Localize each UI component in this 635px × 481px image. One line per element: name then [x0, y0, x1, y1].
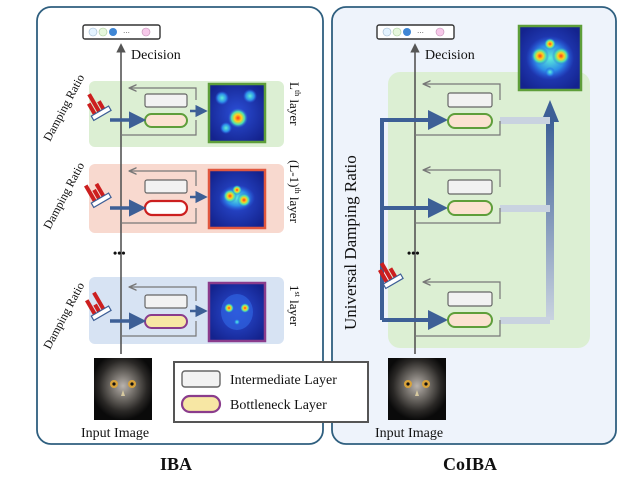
iba-block-l-1: [110, 171, 208, 224]
coiba-input-label: Input Image: [375, 426, 443, 441]
legend-intermediate-label: Intermediate Layer: [230, 373, 337, 388]
legend-bottleneck-label: Bottleneck Layer: [230, 398, 327, 413]
legend: Intermediate Layer Bottleneck Layer: [173, 361, 369, 423]
damping-icon-l: [87, 93, 112, 122]
iba-ellipsis: •••: [113, 246, 126, 260]
coiba-decision-label: Decision: [425, 48, 475, 63]
damping-icon-1st: [85, 291, 112, 322]
layer-label-1st: 1st layer: [287, 285, 302, 327]
iba-caption: IBA: [160, 454, 192, 474]
coiba-block-bot: [415, 282, 501, 337]
connector-mid: [500, 205, 550, 212]
iba-block-l: [110, 88, 208, 136]
universal-damping-icon: [378, 262, 404, 290]
heatmap-1st-layer: [207, 281, 267, 343]
coiba-input-image: [388, 358, 446, 420]
iba-block-1: [110, 287, 208, 337]
coiba-aggregate-arrowhead: [541, 100, 559, 122]
coiba-block-top: [415, 84, 501, 136]
coiba-ellipsis: •••: [407, 246, 420, 260]
iba-decision-bar: ···: [82, 24, 161, 40]
iba-input-image: [94, 358, 152, 420]
coiba-decision-bar: ···: [376, 24, 455, 40]
iba-input-label: Input Image: [81, 426, 149, 441]
damping-icon-l-1: [84, 182, 112, 209]
connector-top: [500, 117, 550, 124]
svg-text:···: ···: [417, 29, 424, 37]
layer-label-l: Lth layer: [287, 82, 302, 126]
coiba-block-mid: [415, 170, 501, 224]
legend-bottleneck-swatch: [180, 394, 222, 414]
connector-bot: [500, 317, 550, 324]
svg-text:···: ···: [123, 29, 130, 37]
heatmap-l-layer: [207, 82, 267, 144]
iba-decision-label: Decision: [131, 48, 181, 63]
heatmap-l-1-layer: [207, 168, 267, 230]
layer-label-l-1: (L-1)th layer: [287, 160, 302, 224]
coiba-aggregate-bar: [546, 120, 554, 320]
coiba-caption: CoIBA: [443, 454, 497, 474]
coiba-output-heatmap: [517, 24, 583, 92]
legend-intermediate-swatch: [181, 370, 221, 388]
universal-damping-label: Universal Damping Ratio: [341, 155, 360, 330]
